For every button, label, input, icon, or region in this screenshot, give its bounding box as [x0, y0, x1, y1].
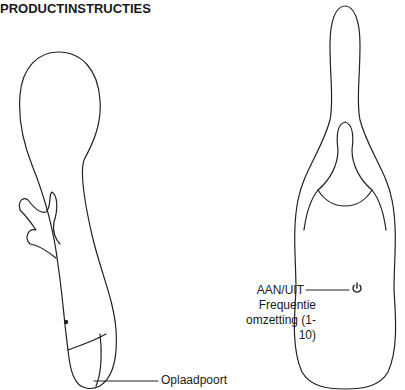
part-label: Oplaadpoort: [161, 373, 227, 388]
part-label: AAN/UIT: [257, 283, 304, 298]
clitoral-arm: [318, 122, 372, 206]
function-label: Frequentie omzetting (1-10): [230, 298, 316, 343]
handle-seam: [96, 334, 101, 386]
vibrator-side-outline: [20, 52, 117, 388]
leader-line: [94, 381, 158, 382]
page-title: PRODUCTINSTRUCTIES: [0, 1, 151, 16]
leader-line: [306, 290, 349, 291]
rabbit-ear: [19, 192, 60, 258]
body-contour: [304, 190, 386, 230]
power-button-icon: [353, 283, 361, 292]
side-button: [64, 320, 67, 323]
